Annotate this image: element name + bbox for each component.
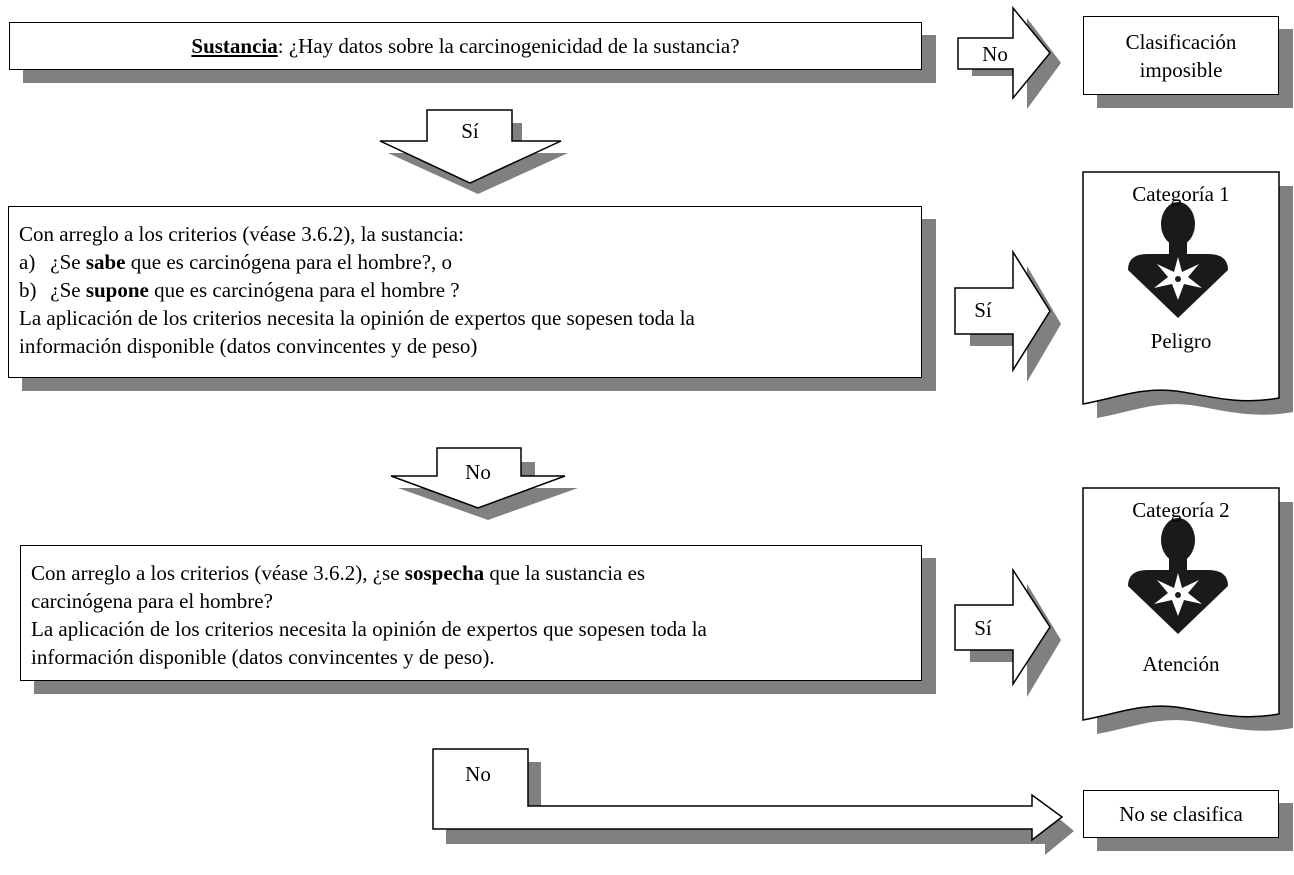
arrow-q2-yes xyxy=(954,249,1061,382)
arrow-q3-no xyxy=(432,748,1074,855)
arrow-q1-no xyxy=(957,5,1061,109)
q2-option-b: b) ¿Se supone que es carcinógena para el… xyxy=(19,278,460,302)
arrow-q3-yes-label: Sí xyxy=(974,616,992,640)
category-1-signal-word: Peligro xyxy=(1150,329,1212,353)
result-classification-impossible: Clasificación imposible xyxy=(1083,16,1279,95)
question-1-box: Sustancia: ¿Hay datos sobre la carcinoge… xyxy=(9,22,922,70)
category-2-title: Categoría 2 xyxy=(1132,498,1230,522)
sustancia-label: Sustancia xyxy=(191,34,278,58)
arrow-q1-yes-label: Sí xyxy=(461,119,479,143)
arrow-q2-no xyxy=(390,447,578,520)
arrow-q2-no-label: No xyxy=(465,460,491,484)
q3-note-2: información disponible (datos convincent… xyxy=(31,645,495,669)
question-3-box: Con arreglo a los criterios (véase 3.6.2… xyxy=(20,545,922,681)
arrow-q3-yes xyxy=(954,567,1061,697)
q2-intro: Con arreglo a los criterios (véase 3.6.2… xyxy=(19,222,464,246)
q2-option-a: a) ¿Se sabe que es carcinógena para el h… xyxy=(19,250,453,274)
question-2-box: Con arreglo a los criterios (véase 3.6.2… xyxy=(8,206,922,378)
q3-line-1: Con arreglo a los criterios (véase 3.6.2… xyxy=(31,561,646,585)
arrow-q1-yes xyxy=(379,109,568,194)
category-1-title: Categoría 1 xyxy=(1132,182,1230,206)
category-2-signal-word: Atención xyxy=(1142,652,1220,676)
result-line-2: imposible xyxy=(1139,57,1223,82)
arrow-q2-yes-label: Sí xyxy=(974,298,992,322)
arrow-q3-no-label: No xyxy=(465,762,491,786)
result-line-1: Clasificación xyxy=(1125,29,1237,54)
category-2-card xyxy=(1082,487,1293,734)
arrow-q1-no-label: No xyxy=(982,42,1008,66)
result-not-classified: No se clasifica xyxy=(1083,790,1279,838)
q2-note-1: La aplicación de los criterios necesita … xyxy=(19,306,695,330)
q2-note-2: información disponible (datos convincent… xyxy=(19,334,478,358)
category-1-card xyxy=(1082,171,1293,418)
q3-line-2: carcinógena para el hombre? xyxy=(31,589,273,613)
question-1-text: : ¿Hay datos sobre la carcinogenicidad d… xyxy=(277,34,740,58)
q3-note-1: La aplicación de los criterios necesita … xyxy=(31,617,707,641)
